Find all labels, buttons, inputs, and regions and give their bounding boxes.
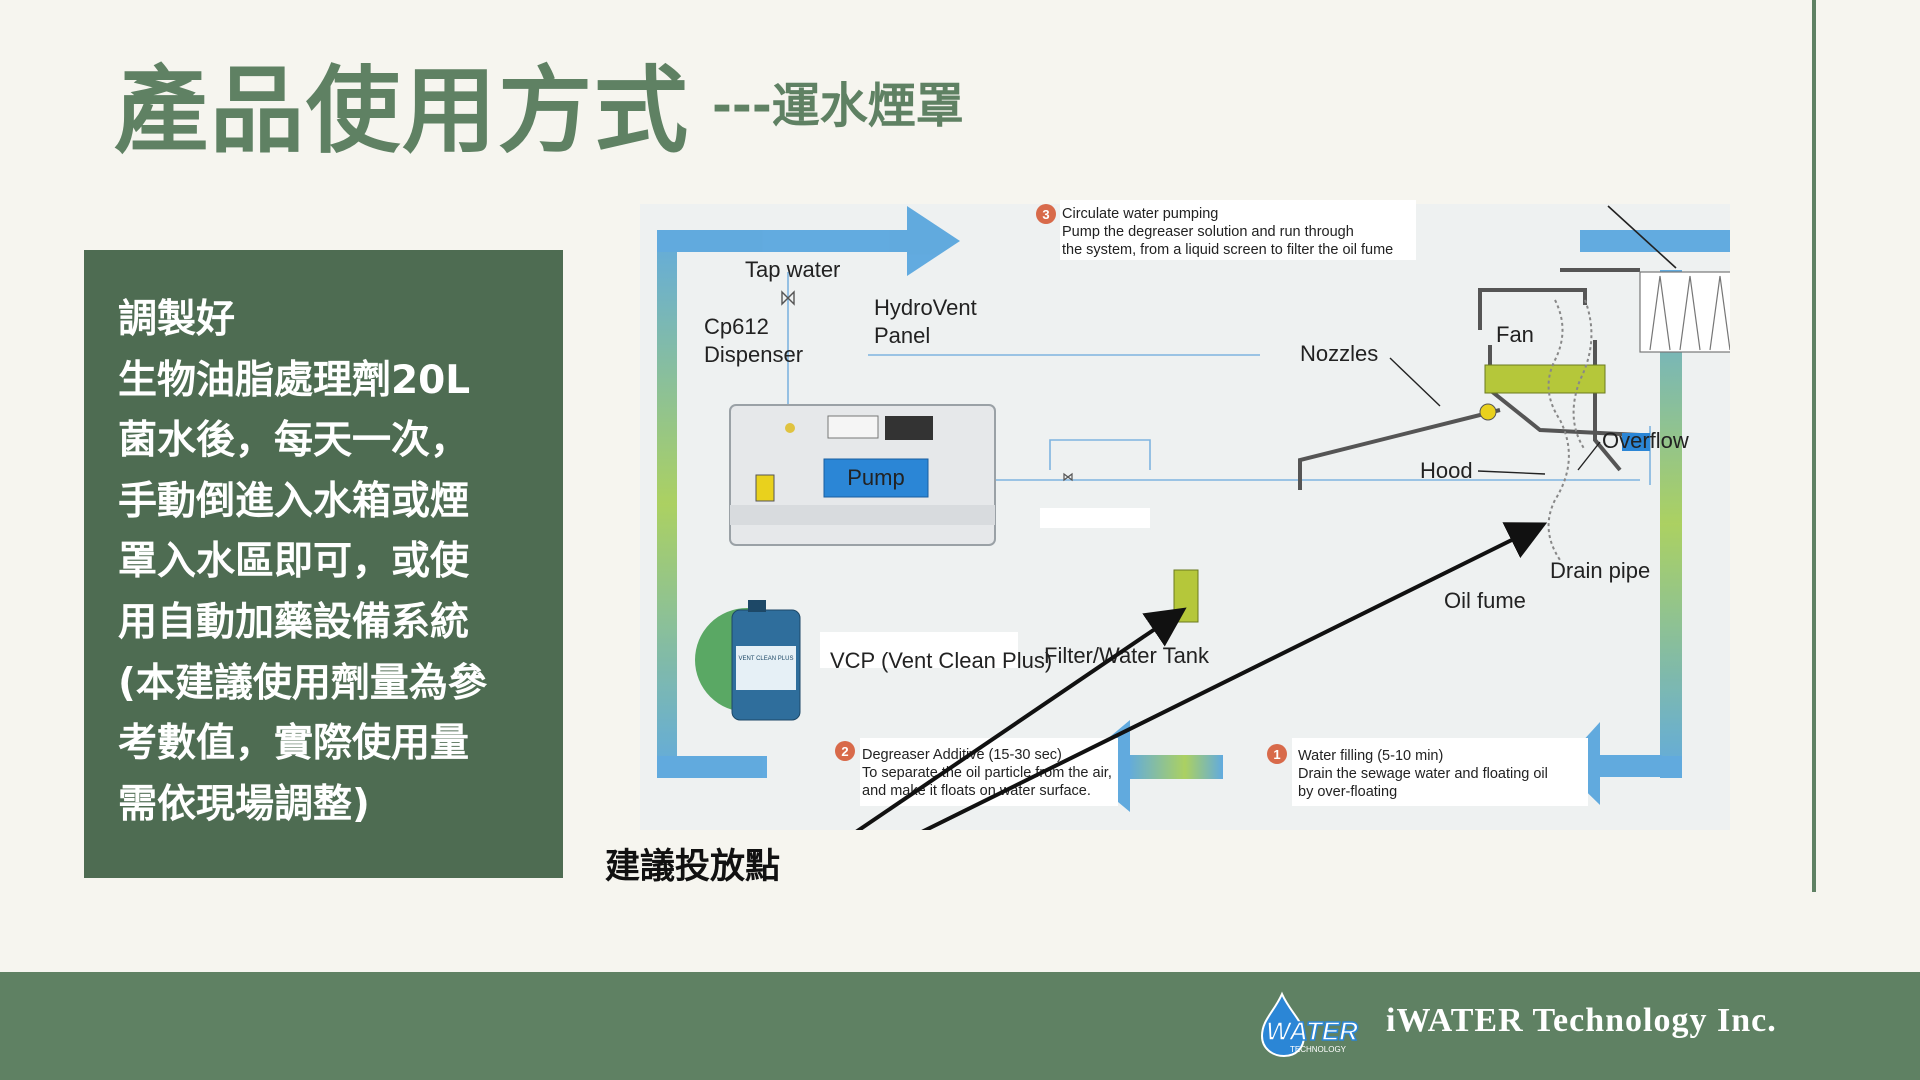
step-1-bg	[1292, 738, 1588, 806]
overflow-box	[1622, 433, 1650, 451]
nozzles-label: Nozzles	[1300, 341, 1378, 366]
step-1-line-1: Water filling (5-10 min)	[1298, 748, 1443, 764]
flow-bottom-right-bar	[1660, 756, 1682, 778]
nozzle-icon	[1479, 403, 1497, 421]
cp612-label-1: Cp612	[704, 314, 769, 339]
pump-box	[823, 458, 929, 498]
page-title: 產品使用方式	[114, 57, 691, 166]
instruction-line: 罩入水區即可，或使	[118, 539, 470, 585]
instruction-line: 需依現場調整)	[118, 781, 370, 827]
instruction-line: 用自動加藥設備系統	[118, 599, 470, 645]
step-2-badge	[835, 741, 855, 761]
instruction-panel: 調製好 生物油脂處理劑20L 菌水後，每天一次， 手動倒進入水箱或煙 罩入水區即…	[84, 250, 563, 878]
step-1-badge	[1267, 744, 1287, 764]
step-2-number: 2	[841, 744, 848, 759]
flow-left-bar	[657, 230, 677, 778]
footer-bar	[0, 972, 1920, 1080]
hydrovent-label-2: Panel	[874, 323, 930, 348]
overflow-label: Overflow	[1602, 428, 1689, 453]
step-3-bg	[1060, 200, 1416, 260]
hydrovent-label-1: HydroVent	[874, 295, 977, 320]
cp612-dispenser-cartridge	[755, 474, 775, 502]
fan-unit	[1484, 364, 1606, 394]
step-1-line-2: Drain the sewage water and floating oil	[1298, 766, 1548, 782]
flow-bottom-right-stem	[1598, 755, 1662, 777]
flow-bottom-mid-bar	[1128, 755, 1223, 779]
logo-subtext: TECHNOLOGY	[1290, 1045, 1347, 1054]
step-1: 1 Water filling (5-10 min) Drain the sew…	[1267, 738, 1588, 806]
callout-arrow-filter	[855, 607, 1187, 830]
vcp-product: VENT CLEAN PLUS	[695, 600, 1018, 721]
vcp-bottle-label-panel	[736, 646, 796, 690]
page-subtitle: ---運水煙罩	[712, 78, 964, 134]
pump-label: Pump	[847, 465, 904, 490]
step-2-bg	[860, 738, 1118, 806]
filter-valve-left-icon	[1063, 472, 1073, 482]
control-panel-screen	[827, 415, 879, 439]
flow-top-right-bar	[1580, 230, 1730, 252]
company-name: iWATER Technology Inc.	[1386, 1002, 1777, 1039]
step-3-line-2: Pump the degreaser solution and run thro…	[1062, 224, 1354, 240]
liquid-screen-pointer	[1607, 205, 1677, 269]
cp612-label-2: Dispenser	[704, 342, 803, 367]
control-indicator	[785, 423, 795, 433]
control-unit: Pump	[729, 404, 996, 546]
water-logo-icon: WATER TECHNOLOGY	[1260, 991, 1359, 1058]
flow-right-bar	[1660, 270, 1682, 778]
filter-tank-label-bg	[1040, 508, 1150, 528]
instruction-line: 調製好	[118, 297, 236, 342]
vcp-bottle-cap	[748, 600, 766, 612]
liquid-screen-cone-2	[1679, 275, 1701, 351]
step-2-line-3: and make it floats on water surface.	[862, 783, 1091, 799]
liquid-screen	[1607, 205, 1730, 353]
step-2-line-2: To separate the oil particle from the ai…	[862, 765, 1112, 781]
instruction-line: 菌水後，每天一次，	[118, 418, 470, 464]
oil-fume-squiggle-2	[1572, 299, 1593, 451]
vcp-bottle-label: VENT CLEAN PLUS	[739, 656, 794, 662]
filter-loop-pipe	[1049, 439, 1151, 470]
fan-label: Fan	[1496, 322, 1534, 347]
right-divider-line	[1812, 0, 1816, 892]
step-1-line-3: by over-floating	[1298, 784, 1397, 800]
instruction-line: 生物油脂處理劑20L	[118, 357, 471, 403]
tap-water-label: Tap water	[745, 257, 840, 282]
flow-top-left-bar	[657, 230, 907, 252]
liquid-screen-cone-1	[1649, 275, 1671, 351]
step-3-line-3: the system, from a liquid screen to filt…	[1062, 242, 1393, 258]
drain-pipe-label: Drain pipe	[1550, 558, 1650, 583]
instruction-line: (本建議使用劑量為參	[118, 660, 487, 706]
step-1-number: 1	[1273, 747, 1280, 762]
hood-outline	[1298, 408, 1501, 490]
control-unit-lower	[730, 505, 995, 525]
oil-fume-label: Oil fume	[1444, 588, 1526, 613]
step-3: 3 Circulate water pumping Pump the degre…	[1036, 200, 1416, 260]
flow-bottom-left-bar	[657, 756, 767, 778]
hood-assembly	[1298, 268, 1641, 490]
logo-text: WATER	[1266, 1016, 1358, 1046]
logo-drop	[1260, 991, 1306, 1058]
overflow-pointer	[1577, 441, 1601, 471]
control-panel-keys	[885, 416, 933, 440]
flow-top-arrow	[907, 206, 960, 276]
oil-fume-squiggle	[1547, 299, 1570, 561]
vcp-label: VCP (Vent Clean Plus)	[830, 648, 1052, 673]
hood-duct	[1478, 288, 1587, 330]
vcp-label-bg	[820, 632, 1018, 668]
hood-label: Hood	[1420, 458, 1473, 483]
liquid-screen-cone-3	[1709, 275, 1730, 351]
step-3-badge	[1036, 204, 1056, 224]
instruction-line: 手動倒進入水箱或煙	[118, 478, 470, 524]
step-3-line-1: Circulate water pumping	[1062, 206, 1218, 222]
hood-pointer	[1477, 470, 1546, 475]
tap-water-valve-icon	[781, 290, 795, 306]
dosing-point-callout: 建議投放點	[605, 847, 781, 887]
nozzles-pointer	[1389, 357, 1441, 407]
hydrovent-system-diagram: Pump VENT CLEAN PLUS Tap water Cp612 D	[640, 200, 1730, 830]
step-3-number: 3	[1042, 207, 1049, 222]
step-2-line-1: Degreaser Additive (15-30 sec)	[862, 747, 1062, 763]
callout-arrow-hood	[921, 522, 1548, 830]
instruction-line: 考數值，實際使用量	[118, 721, 470, 767]
